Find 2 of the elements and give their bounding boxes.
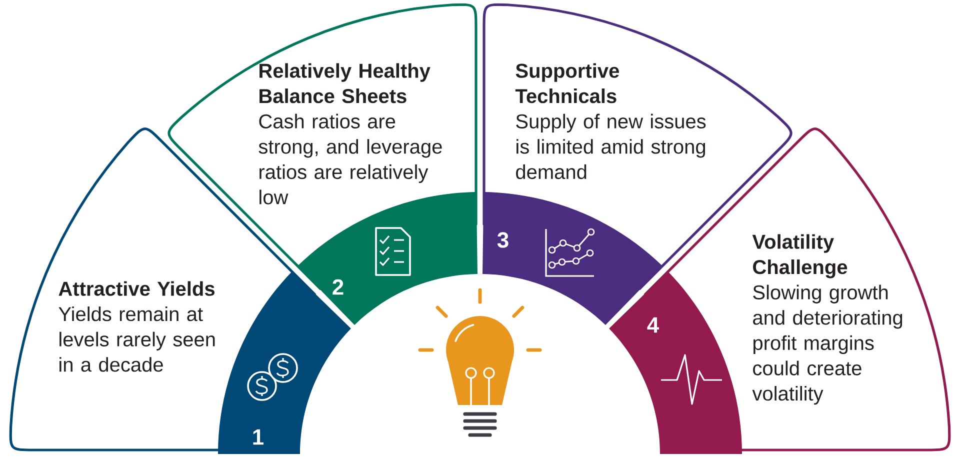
band-segment: 2 — [297, 192, 478, 325]
band-segment: 4 — [609, 271, 742, 454]
